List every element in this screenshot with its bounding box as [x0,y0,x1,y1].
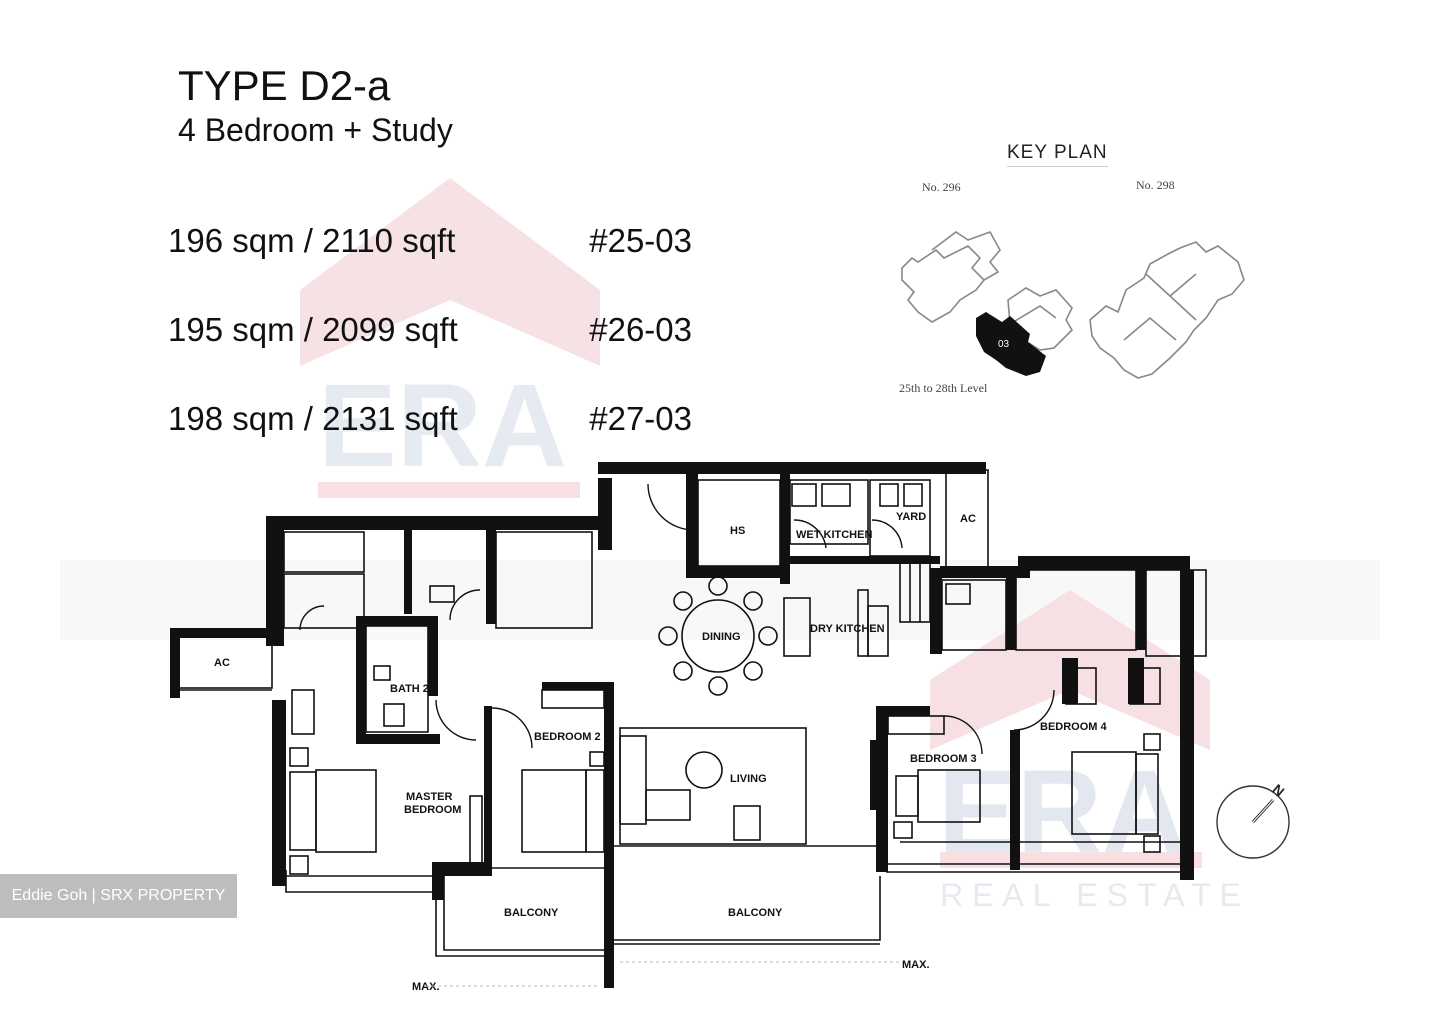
key-plan-levels: 25th to 28th Level [899,381,988,395]
label-balcony-left: BALCONY [504,907,559,919]
key-plan-unit-03-label: 03 [998,339,1010,350]
label-living: LIVING [730,773,767,785]
label-max-left: MAX. [412,981,440,993]
label-bedroom-2: BEDROOM 2 [534,731,601,743]
unit-number: #27-03 [589,400,692,437]
label-wet-kitchen: WET KITCHEN [796,529,872,541]
door-swings [299,483,1055,755]
key-plan-block-298 [1089,241,1245,379]
unit-area: 198 sqm / 2131 sqft [168,400,458,437]
floorplan-subtitle: 4 Bedroom + Study [178,112,453,148]
label-dry-kitchen: DRY KITCHEN [810,623,885,635]
svg-text:N: N [1270,781,1288,800]
label-bedroom-3: BEDROOM 3 [910,753,977,765]
unit-row: 195 sqm / 2099 sqft #26-03 [168,311,698,349]
unit-area: 195 sqm / 2099 sqft [168,311,458,348]
floorplan-type-title: TYPE D2-a [178,62,391,109]
label-bedroom-4: BEDROOM 4 [1040,721,1108,733]
unit-area: 196 sqm / 2110 sqft [168,222,456,259]
credit-badge: Eddie Goh | SRX PROPERTY [0,874,237,918]
key-plan-unit-03-highlight [976,312,1046,376]
floor-plan-outlines [177,469,1207,957]
label-max-right: MAX. [902,959,930,971]
unit-row: 198 sqm / 2131 sqft #27-03 [168,400,698,438]
label-master-bedroom-1: MASTER [406,791,453,803]
label-bath-2: BATH 2 [390,683,429,695]
north-compass-icon: N [1216,781,1290,859]
unit-number: #25-03 [589,222,692,259]
label-master-bedroom-2: BEDROOM [404,804,461,816]
key-plan-block-right: No. 298 [1136,178,1175,192]
label-ac-right: AC [960,513,976,525]
key-plan-title: KEY PLAN [1007,142,1108,167]
room-labels: AC BATH 2 MASTER BEDROOM BEDROOM 2 LIVIN… [214,511,1108,993]
label-balcony-right: BALCONY [728,907,783,919]
label-yard: YARD [896,511,926,523]
label-dining: DINING [702,631,741,643]
floor-plan-walls [170,462,1194,988]
label-ac-left: AC [214,657,230,669]
label-hs: HS [730,525,745,537]
key-plan-block-left: No. 296 [922,180,961,194]
unit-number: #26-03 [589,311,692,348]
unit-row: 196 sqm / 2110 sqft #25-03 [168,222,698,260]
